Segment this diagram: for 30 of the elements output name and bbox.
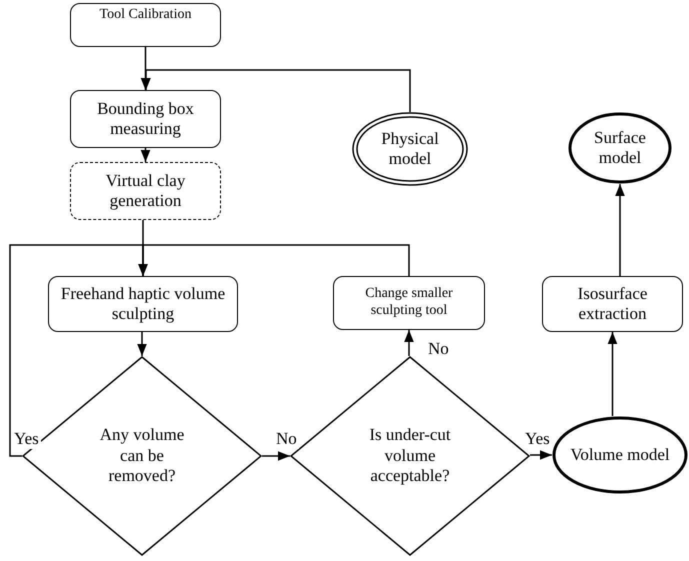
node-label: Change smaller sculpting tool <box>364 286 454 320</box>
process-box <box>70 90 221 148</box>
double-ellipse-node <box>352 112 468 186</box>
process-box <box>333 276 485 330</box>
node-label: Tool Calibration <box>100 6 192 24</box>
arrow <box>140 148 150 162</box>
node-label: Isosurface extraction <box>576 284 648 324</box>
node-label: Physical model <box>380 128 440 170</box>
node-label: Virtual clay generation <box>104 170 186 212</box>
ellipse-node <box>552 416 688 494</box>
ellipse-node <box>568 112 672 184</box>
edge-label: No <box>274 430 299 449</box>
node-label: Is under-cut volume acceptable? <box>368 425 452 487</box>
node-label: Freehand haptic volume sculpting <box>60 284 226 324</box>
arrow <box>615 184 625 276</box>
arrow <box>137 332 147 356</box>
arrow <box>608 332 618 416</box>
node-label: Surface model <box>593 128 647 168</box>
node-label: Bounding box measuring <box>96 98 195 140</box>
process-box <box>542 276 683 332</box>
arrow <box>404 330 414 356</box>
dashed-process-box <box>70 162 221 220</box>
edge-label: Yes <box>12 430 41 449</box>
process-box <box>70 3 221 47</box>
node-label: Any volume can be removed? <box>98 425 186 487</box>
arrow <box>138 244 410 276</box>
arrow <box>530 450 552 460</box>
arrow <box>262 451 290 461</box>
node-label: Volume model <box>570 444 670 466</box>
process-box <box>48 276 238 332</box>
